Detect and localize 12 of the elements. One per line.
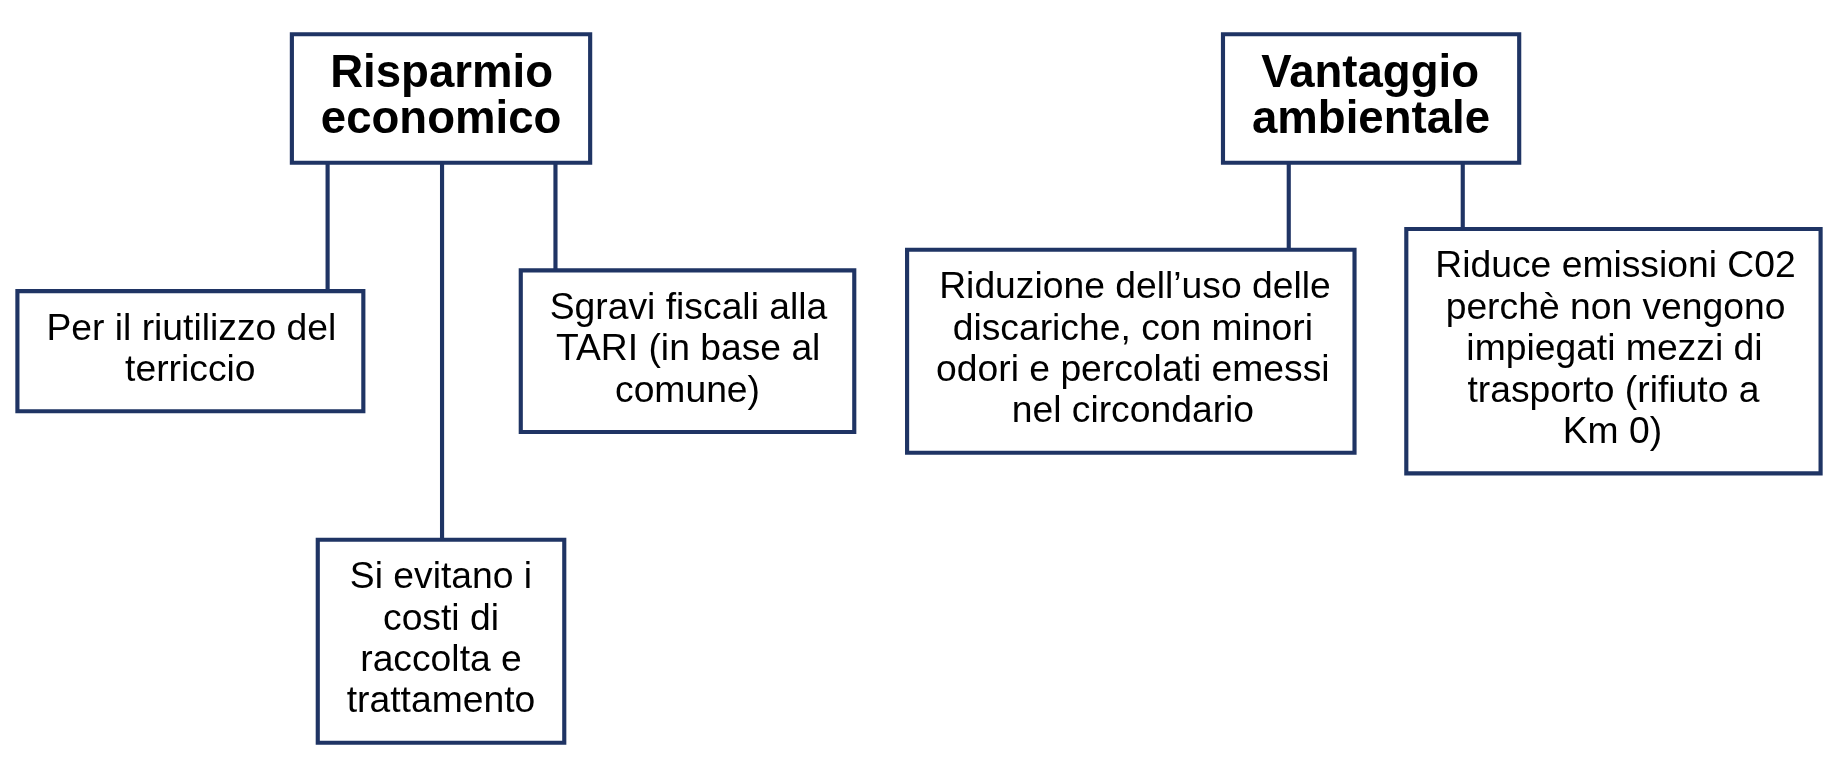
connector (325, 162, 330, 290)
connector (1286, 162, 1291, 250)
connector (553, 162, 558, 270)
node-box: Vantaggio ambientale (1220, 31, 1522, 165)
node-box: Sgravi fiscali alla TARI (in base al comune) (518, 267, 857, 434)
node-box: Riduzione dell’uso delle discariche, con minori odori e percolati emessi nel circondario (905, 247, 1357, 455)
node-box: Risparmio economico (289, 31, 593, 165)
connector (440, 162, 445, 539)
node-box: Si evitano i costi di raccolta e trattamento (315, 537, 567, 745)
connector (1460, 162, 1465, 229)
node-box: Riduce emissioni C02 perchè non vengono impiegati mezzi di trasporto (rifiuto a Km 0) (1404, 226, 1823, 475)
node-box: Per il riutilizzo del terriccio (15, 288, 366, 413)
